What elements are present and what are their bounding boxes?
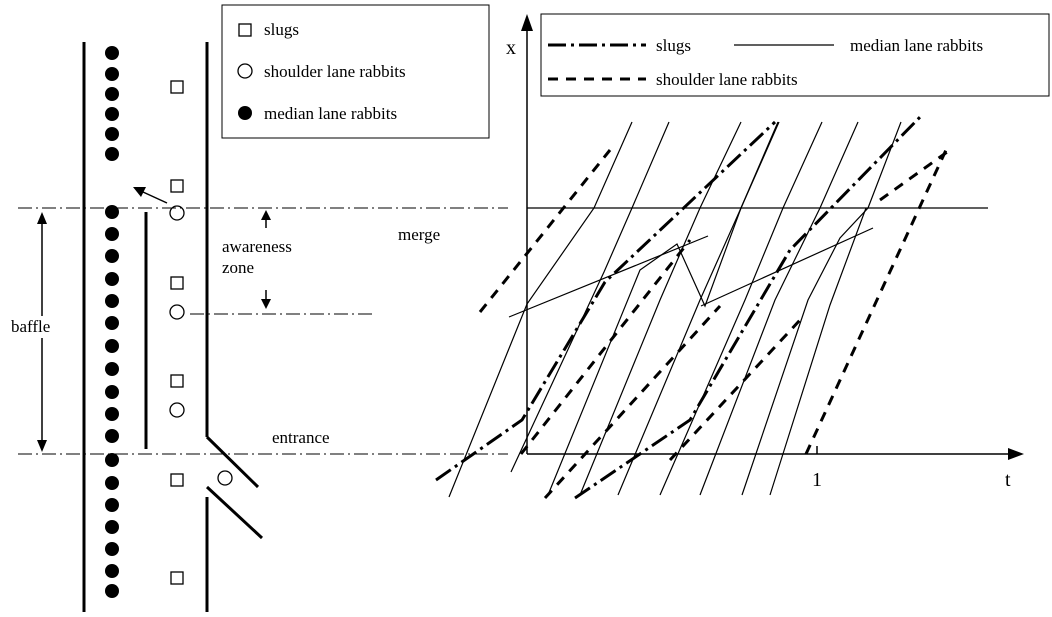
lane-legend: slugs shoulder lane rabbits median lane … <box>221 4 490 139</box>
chart-legend-box <box>540 13 1050 97</box>
median-rabbit-dot <box>105 476 119 490</box>
legend-median-label: median lane rabbits <box>264 104 397 123</box>
shoulder-rabbit-circle <box>169 402 185 418</box>
slug-square <box>170 473 184 487</box>
median-rabbit-dot <box>105 584 119 598</box>
slug-markers <box>170 80 184 585</box>
slug-trajectory <box>574 113 924 500</box>
x-axis-arrow-head <box>1008 448 1024 460</box>
shoulder-rabbit-trajectory <box>879 148 951 202</box>
legend-slug-square-icon <box>238 23 252 37</box>
shoulder-rabbit-circle <box>217 470 233 486</box>
shoulder-rabbit-trajectory <box>519 239 692 455</box>
median-rabbit-trajectory <box>448 121 633 498</box>
shoulder-rabbit-trajectory <box>804 149 948 455</box>
median-rabbit-dot <box>105 272 119 286</box>
median-rabbit-trajectory <box>699 121 859 496</box>
median-rabbit-dot <box>105 498 119 512</box>
median-rabbit-dot <box>105 429 119 443</box>
y-axis-arrow-head <box>521 14 533 31</box>
median-rabbit-trajectory <box>617 121 779 496</box>
x-axis-label: t <box>1005 469 1011 491</box>
median-rabbit-dot <box>105 564 119 578</box>
awareness-arrow-bottom-head <box>261 299 271 309</box>
median-rabbit-dot <box>105 339 119 353</box>
median-rabbit-dot <box>105 385 119 399</box>
median-rabbit-dot <box>105 362 119 376</box>
median-rabbit-dot <box>105 249 119 263</box>
median-rabbit-dot <box>105 453 119 467</box>
median-rabbit-dot <box>105 407 119 421</box>
slug-trajectory <box>435 120 777 482</box>
chart-legend-slugs-label: slugs <box>656 36 691 55</box>
shoulder-rabbit-trajectory <box>668 318 802 462</box>
median-rabbit-trajectory <box>510 121 670 473</box>
chart-legend-shoulder-label: shoulder lane rabbits <box>656 70 798 89</box>
median-rabbit-dot <box>105 294 119 308</box>
slug-square <box>170 276 184 290</box>
awareness-zone-label-2: zone <box>222 258 254 277</box>
median-rabbit-dot <box>105 227 119 241</box>
shoulder-rabbit-trajectory <box>543 304 722 500</box>
baffle-arrow-head-up <box>37 212 47 224</box>
median-rabbit-trajectory <box>659 121 823 496</box>
median-rabbit-trajectory <box>508 235 709 318</box>
median-rabbit-trajectory <box>769 207 867 496</box>
chart-legend-median-label: median lane rabbits <box>850 36 983 55</box>
slug-square <box>170 374 184 388</box>
lane-schematic: baffle awareness zone merge entrance <box>10 42 508 612</box>
median-rabbit-dot <box>105 316 119 330</box>
slug-square <box>170 571 184 585</box>
shoulder-lane-rabbits <box>169 205 233 486</box>
median-rabbit-dot <box>105 107 119 121</box>
legend-shoulder-label: shoulder lane rabbits <box>264 62 406 81</box>
ramp-lower-edge <box>205 485 264 540</box>
median-rabbit-dot <box>105 67 119 81</box>
time-space-chart: x t 1 <box>435 14 1024 500</box>
median-lane-rabbits <box>105 46 119 598</box>
median-lane-trajectories <box>448 121 902 498</box>
ramp-upper-edge <box>205 435 260 489</box>
slug-square <box>170 80 184 94</box>
legend-open-circle-icon <box>237 63 253 79</box>
median-rabbit-dot <box>105 46 119 60</box>
slug-square <box>170 179 184 193</box>
shoulder-rabbit-trajectory <box>478 149 612 313</box>
merge-direction-arrow-head <box>133 187 146 197</box>
shoulder-rabbit-circle <box>169 304 185 320</box>
awareness-zone-label-1: awareness <box>222 237 292 256</box>
shoulder-lane-trajectories <box>478 148 951 500</box>
median-rabbit-trajectory <box>741 121 902 496</box>
slug-trajectories <box>435 113 924 500</box>
lane-legend-box <box>221 4 490 139</box>
median-rabbit-dot <box>105 520 119 534</box>
merge-label: merge <box>398 225 440 244</box>
median-rabbit-dot <box>105 542 119 556</box>
median-rabbit-trajectory <box>700 227 874 307</box>
chart-legend: slugs median lane rabbits shoulder lane … <box>540 13 1050 97</box>
baffle-label: baffle <box>11 317 50 336</box>
entrance-label: entrance <box>272 428 330 447</box>
y-axis-label: x <box>506 37 516 59</box>
median-rabbit-dot <box>105 147 119 161</box>
median-rabbit-dot <box>105 205 119 219</box>
baffle-arrow-head-down <box>37 440 47 452</box>
legend-filled-circle-icon <box>238 106 252 120</box>
x-tick-label: 1 <box>812 469 822 491</box>
shoulder-rabbit-circle <box>169 205 185 221</box>
median-rabbit-dot <box>105 127 119 141</box>
legend-slugs-label: slugs <box>264 20 299 39</box>
merge-direction-arrow <box>142 191 168 204</box>
awareness-arrow-top-head <box>261 210 271 220</box>
median-rabbit-dot <box>105 87 119 101</box>
